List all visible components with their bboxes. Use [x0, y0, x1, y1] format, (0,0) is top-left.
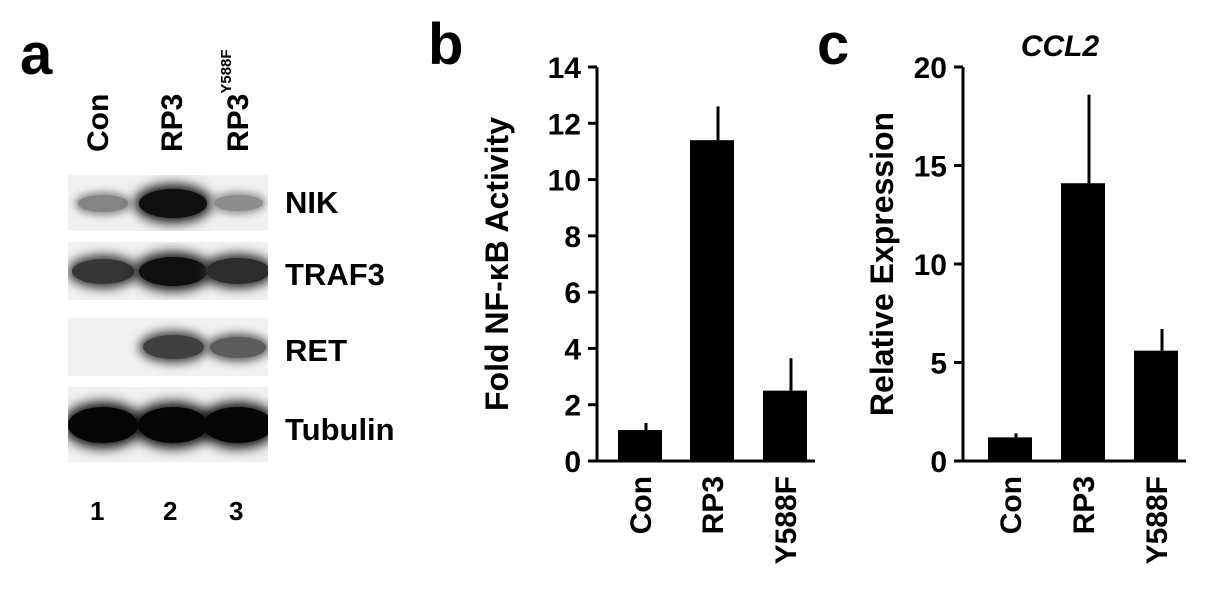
blot-band-tubulin-lane-1	[68, 406, 138, 443]
chart-c-y-tick-label: 10	[914, 249, 947, 282]
chart-c-bar-y588f	[1134, 350, 1178, 461]
chart-c-y-tick-label: 5	[930, 348, 947, 381]
chart-b-category-label-con: Con	[625, 476, 658, 534]
blot-band-tubulin-lane-3	[203, 406, 268, 443]
blot-label-traf3: TRAF3	[285, 257, 385, 292]
blot-label-nik: NIK	[285, 185, 339, 220]
chart-c-category-label-y588f: Y588F	[1141, 476, 1174, 564]
chart-c-bar-con	[988, 437, 1032, 461]
blot-strip-nik	[68, 175, 268, 231]
chart-c-category-label-rp3: RP3	[1068, 476, 1101, 534]
panel-b-letter: b	[428, 12, 464, 77]
lane-number-3: 3	[229, 496, 244, 526]
blot-band-nik-lane-1	[77, 194, 129, 212]
chart-b-bar-rp3	[690, 140, 734, 461]
chart-b-category-label-y588f: Y588F	[770, 476, 803, 564]
blot-band-traf3-lane-1	[71, 258, 135, 284]
chart-c-bar-rp3	[1061, 183, 1105, 462]
blot-band-traf3-lane-2	[138, 256, 208, 286]
blot-band-traf3-lane-3	[206, 258, 268, 284]
blot-strip-tubulin	[68, 387, 268, 462]
chart-c-y-tick-label: 20	[914, 52, 947, 85]
lane-number-1: 1	[90, 496, 105, 526]
chart-b-y-tick-label: 4	[564, 333, 581, 366]
panel-a-letter: a	[20, 22, 53, 87]
blot-label-ret: RET	[285, 333, 347, 368]
blot-label-tubulin: Tubulin	[285, 412, 395, 447]
chart-b-category-label-rp3: RP3	[697, 476, 730, 534]
blot-band-tubulin-lane-2	[138, 406, 208, 443]
chart-c-y-tick-label: 15	[914, 151, 947, 184]
chart-c-title: CCL2	[1021, 30, 1100, 63]
chart-c-y-axis-label: Relative Expression	[864, 112, 900, 416]
chart-b-y-tick-label: 2	[564, 390, 581, 423]
blot-strip-traf3	[68, 242, 268, 300]
chart-c-y-tick-label: 0	[930, 446, 947, 479]
panel-c-letter: c	[817, 12, 850, 77]
chart-c-category-label-con: Con	[995, 476, 1028, 534]
chart-b-y-tick-label: 12	[548, 108, 581, 141]
blot-band-ret-lane-3	[209, 336, 267, 358]
chart-b-bar-y588f	[763, 390, 807, 461]
blot-band-ret-lane-2	[142, 335, 204, 359]
chart-b-y-tick-label: 8	[564, 221, 581, 254]
chart-b-bar-con	[618, 430, 662, 461]
chart-b-y-tick-label: 10	[548, 165, 581, 198]
chart-b-y-tick-label: 14	[548, 52, 582, 85]
blot-band-nik-lane-2	[138, 188, 208, 218]
lane-number-2: 2	[163, 496, 178, 526]
blot-strip-ret	[68, 318, 268, 376]
chart-b-y-axis-label: Fold NF-κB Activity	[479, 117, 515, 411]
chart-b-y-tick-label: 0	[564, 446, 581, 479]
blot-band-nik-lane-3	[213, 195, 263, 211]
chart-b-y-tick-label: 6	[564, 277, 581, 310]
